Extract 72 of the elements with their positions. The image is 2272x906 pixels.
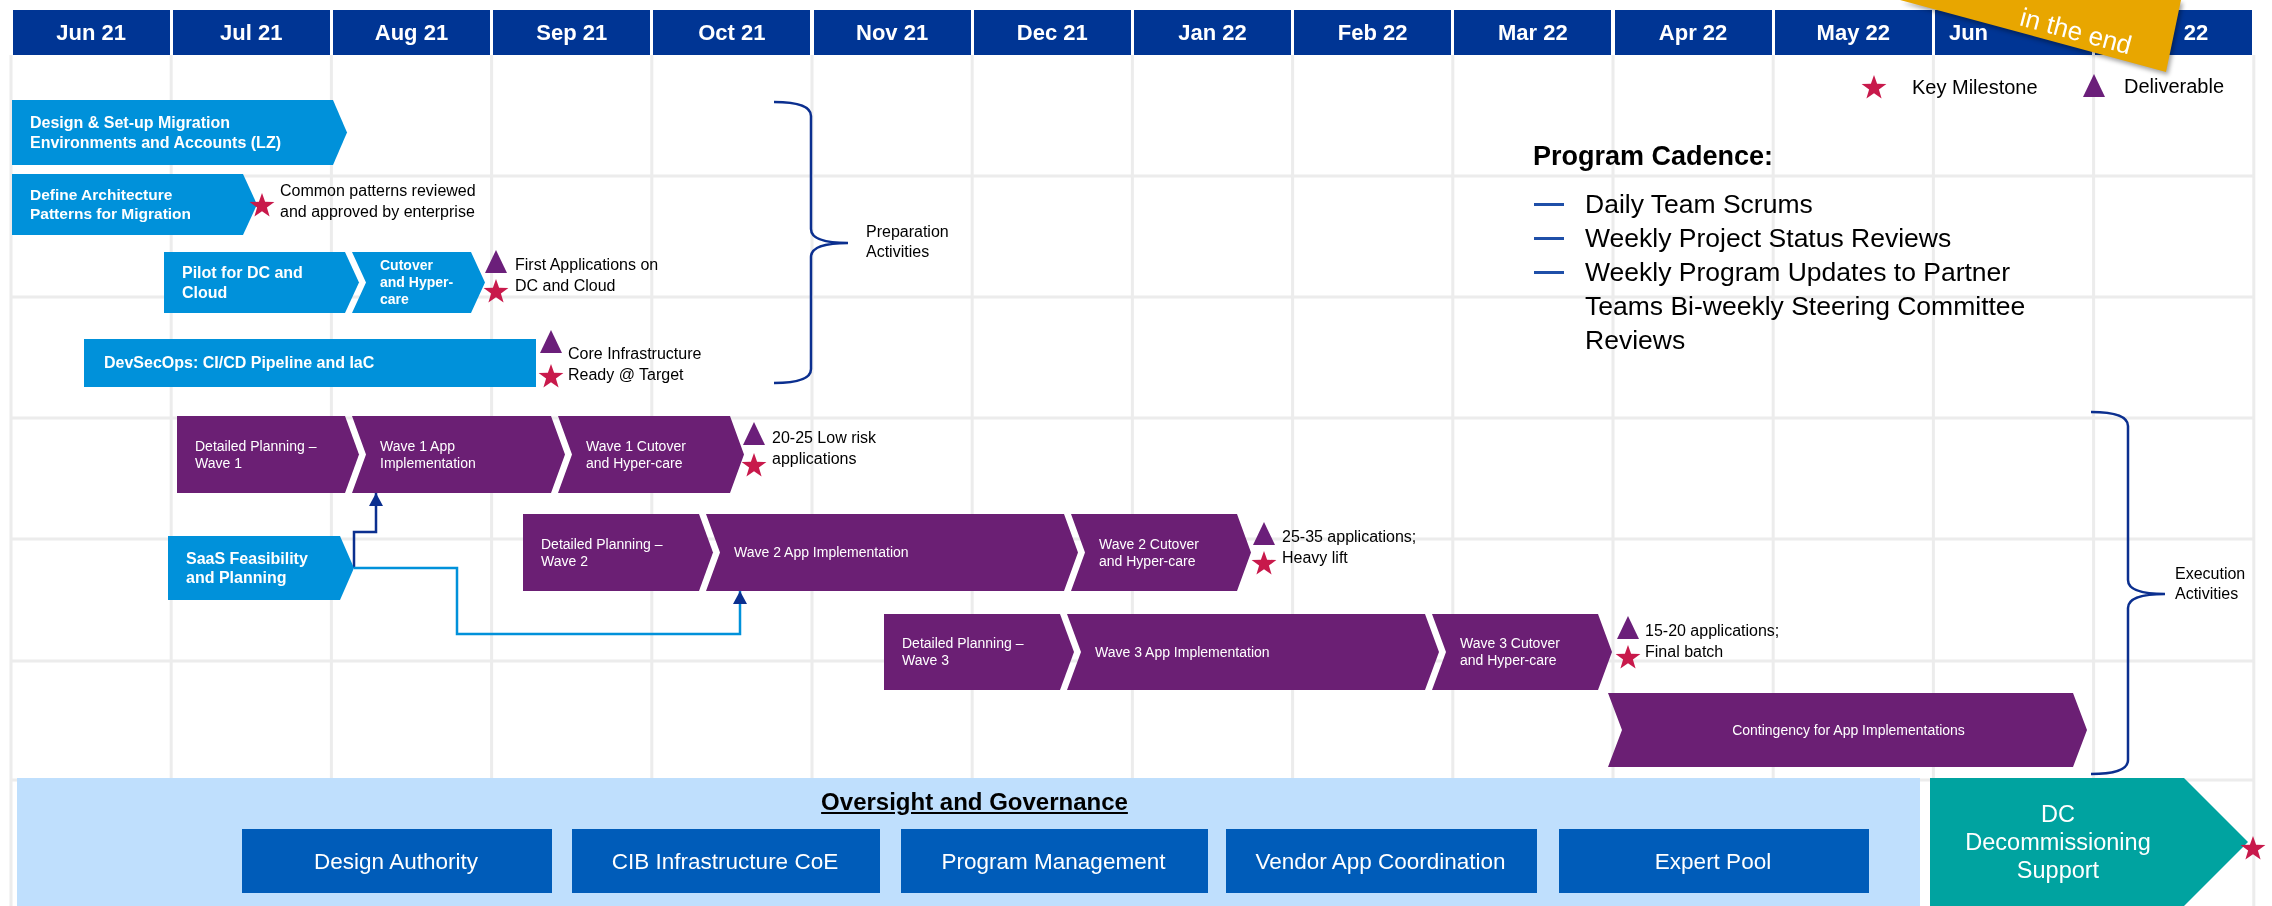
phase-label: DC Decommissioning Support bbox=[1964, 799, 2152, 885]
phase-bar bbox=[523, 514, 713, 591]
box-label: Expert Pool bbox=[1654, 847, 1772, 875]
phase-label: Wave 1 Cutover and Hyper-care bbox=[586, 437, 687, 472]
box-label: CIB Infrastructure CoE bbox=[611, 847, 839, 875]
legend-label: Key Milestone bbox=[1912, 75, 2038, 99]
list-item: Daily Team Scrums bbox=[1585, 188, 1814, 221]
task-bar bbox=[164, 252, 359, 313]
team-box bbox=[1226, 829, 1537, 893]
month-header: May 22 bbox=[1774, 10, 1932, 55]
milestone-note: 20-25 Low risk applications bbox=[772, 428, 878, 469]
month-header: Jun 21 bbox=[12, 10, 170, 55]
task-label: Pilot for DC and Cloud bbox=[182, 263, 304, 302]
phase-label: Detailed Planning – Wave 2 bbox=[541, 535, 664, 570]
phase-bar bbox=[558, 416, 744, 493]
phase-label: Wave 3 Cutover and Hyper-care bbox=[1460, 635, 1561, 669]
month-header: Feb 22 bbox=[1294, 10, 1452, 55]
team-box bbox=[242, 829, 552, 893]
task-bar bbox=[352, 252, 485, 313]
connector-arrow bbox=[354, 566, 747, 636]
brace-label: Execution Activities bbox=[2175, 564, 2247, 605]
task-label: Define Architecture Patterns for Migration bbox=[30, 185, 193, 224]
task-bar bbox=[168, 536, 354, 600]
milestone-note: 15-20 applications; Final batch bbox=[1645, 621, 1781, 662]
box-label: Vendor App Coordination bbox=[1255, 847, 1506, 875]
box-label: Program Management bbox=[941, 847, 1166, 875]
month-header: Jan 22 bbox=[1133, 10, 1292, 55]
month-header: Dec 21 bbox=[973, 10, 1131, 55]
panel-heading: Oversight and Governance bbox=[821, 788, 1128, 817]
milestone-note: Core Infrastructure Ready @ Target bbox=[568, 344, 703, 385]
phase-bar bbox=[1071, 514, 1251, 591]
connector-arrow bbox=[352, 493, 383, 568]
task-label: SaaS Feasibility and Planning bbox=[186, 548, 309, 588]
milestone-note: Common patterns reviewed and approved by enterprise bbox=[280, 181, 477, 222]
task-bar bbox=[12, 174, 257, 235]
task-bar bbox=[84, 339, 536, 387]
phase-bar bbox=[884, 614, 1074, 690]
milestone-note: 25-35 applications; Heavy lift bbox=[1282, 527, 1418, 568]
task-label: Cutover and Hyper-care bbox=[380, 257, 455, 308]
phase-label: Wave 1 App Implementation bbox=[380, 437, 477, 472]
phase-bar bbox=[1432, 614, 1612, 690]
month-header: Apr 22 bbox=[1614, 10, 1772, 55]
phase-bar bbox=[1608, 693, 2087, 767]
phase-label: Wave 3 App Implementation bbox=[1095, 643, 1270, 661]
phase-label: Detailed Planning – Wave 1 bbox=[195, 437, 318, 472]
month-header: Nov 21 bbox=[813, 10, 971, 55]
phase-label: Wave 2 Cutover and Hyper-care bbox=[1099, 535, 1200, 570]
governance-panel bbox=[17, 778, 1920, 906]
month-header: Jul 21 bbox=[172, 10, 330, 55]
task-label: Design & Set-up Migration Environments and Accounts (LZ) bbox=[30, 113, 282, 152]
phase-label: Contingency for App Implementations bbox=[1732, 721, 1965, 739]
task-bar bbox=[12, 100, 347, 165]
box-label: Design Authority bbox=[314, 847, 478, 875]
phase-bar bbox=[352, 416, 565, 493]
team-box bbox=[572, 829, 880, 893]
team-box bbox=[901, 829, 1208, 893]
milestone-note: First Applications on DC and Cloud bbox=[515, 255, 660, 296]
list-item: Weekly Program Updates to Partner Teams Bi-weekly Steering Committee Reviews bbox=[1585, 256, 2027, 357]
task-label: DevSecOps: CI/CD Pipeline and IaC bbox=[104, 353, 375, 373]
month-header: Mar 22 bbox=[1454, 10, 1612, 55]
section-title: Program Cadence: bbox=[1533, 140, 1775, 173]
phase-label: Wave 2 App Implementation bbox=[734, 544, 909, 561]
decommission-phase-bar bbox=[1930, 778, 2248, 906]
list-item: Weekly Project Status Reviews bbox=[1585, 222, 1953, 255]
month-header: Sep 21 bbox=[493, 10, 651, 55]
phase-bar bbox=[177, 416, 359, 493]
brace-label: Preparation Activities bbox=[866, 222, 950, 263]
month-header: Aug 21 bbox=[332, 10, 491, 55]
team-box bbox=[1559, 829, 1869, 893]
month-header: Oct 21 bbox=[653, 10, 811, 55]
legend-label: Deliverable bbox=[2124, 74, 2225, 98]
phase-label: Detailed Planning – Wave 3 bbox=[902, 635, 1025, 669]
